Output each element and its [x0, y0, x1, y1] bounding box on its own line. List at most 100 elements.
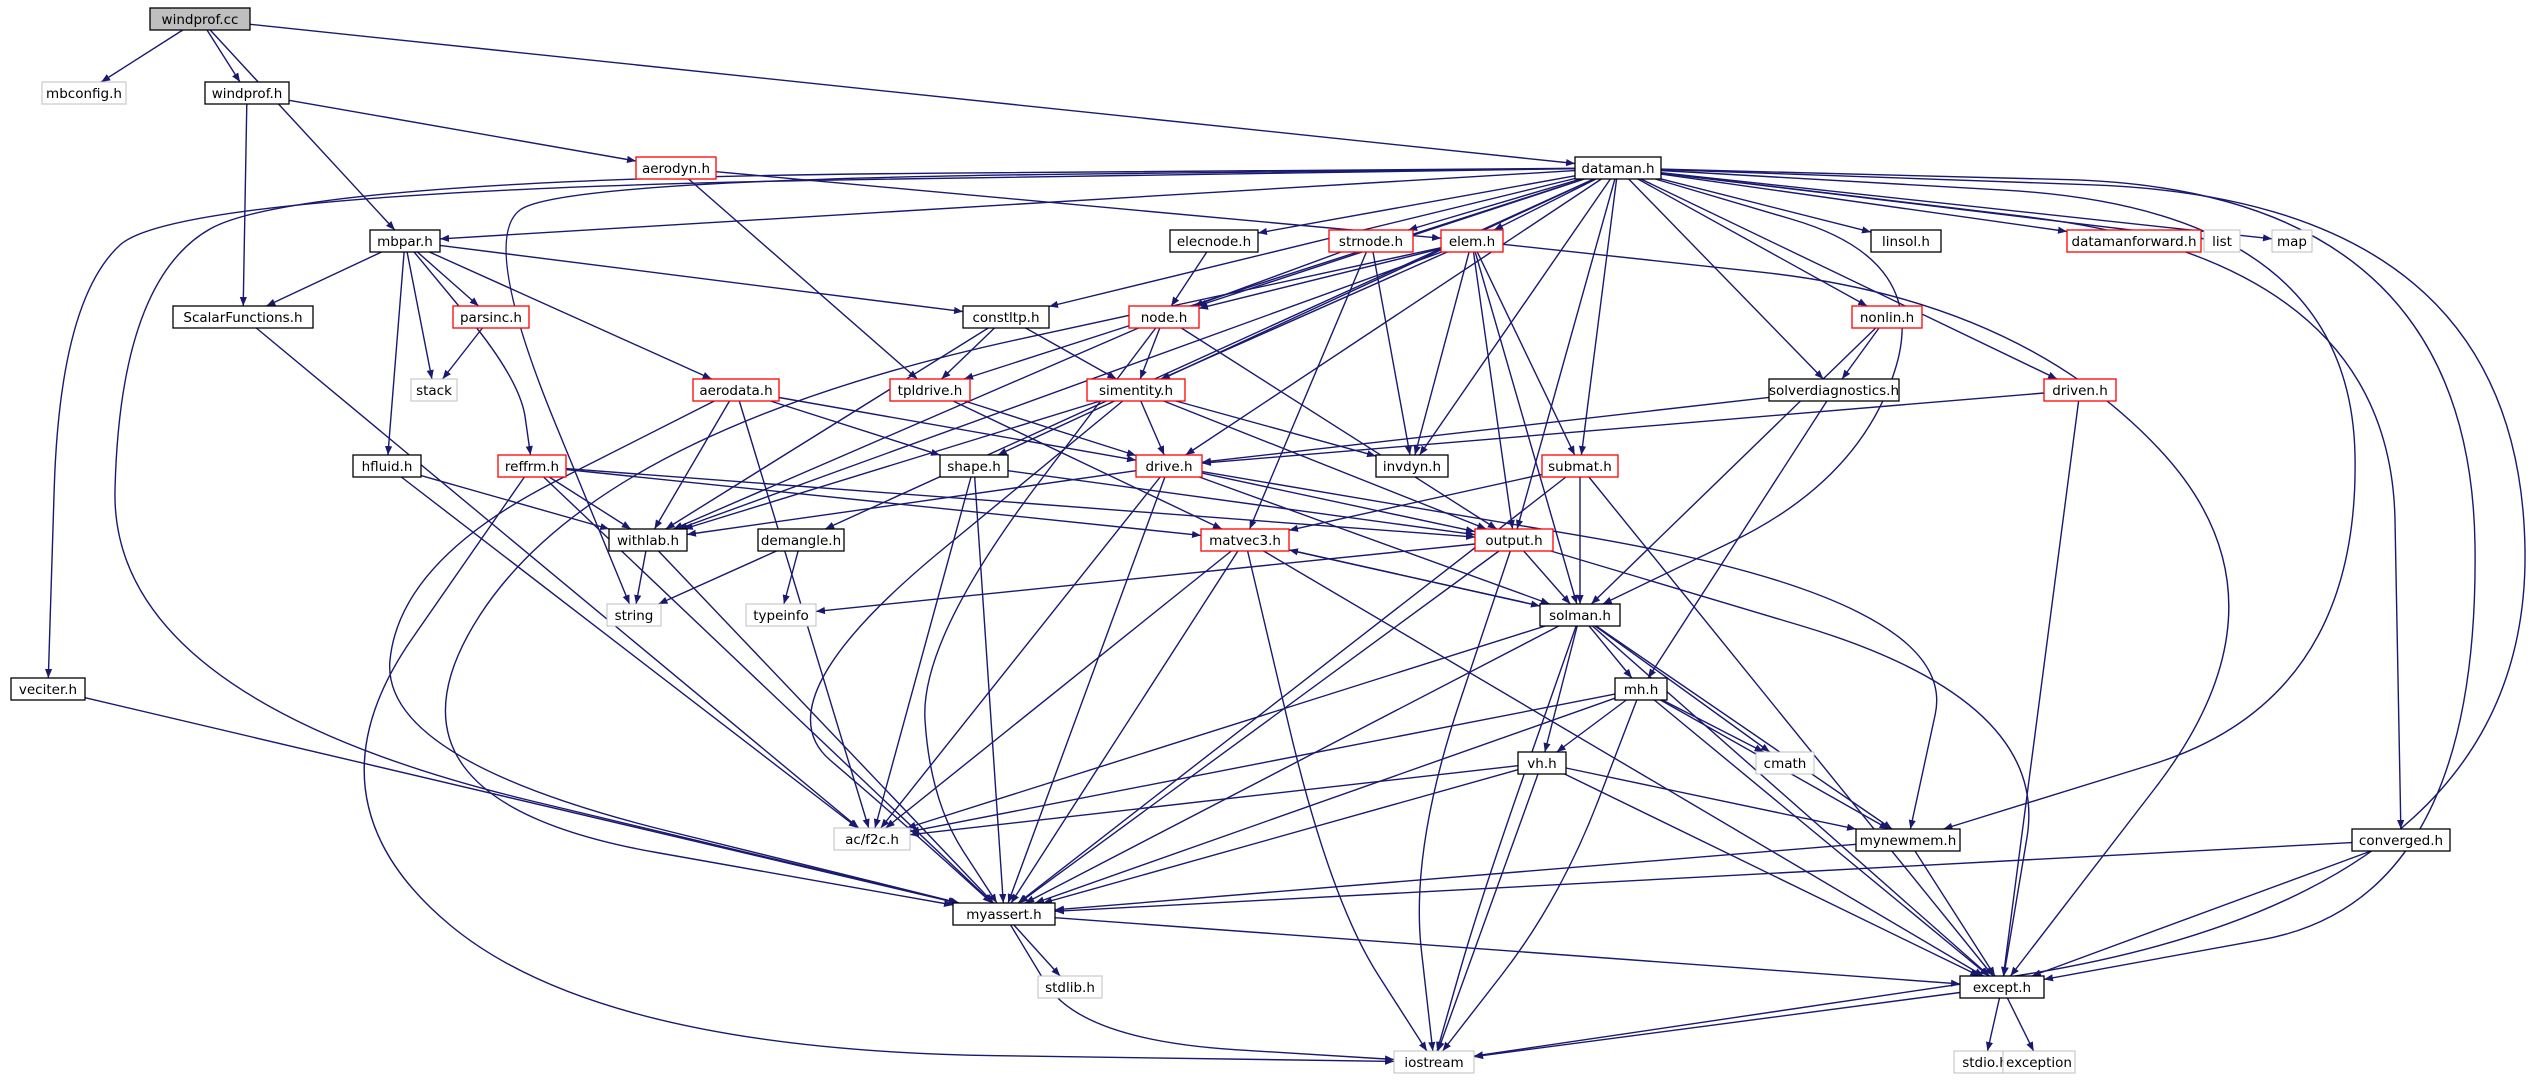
- node-vh-h[interactable]: vh.h: [1517, 751, 1567, 775]
- node-label: map: [2277, 234, 2307, 250]
- node-box: [1393, 1050, 1475, 1074]
- node-label: elecnode.h: [1177, 234, 1251, 250]
- edge-shape-h-to-myassert-h: [974, 476, 1007, 904]
- edge-submat-h-to-matvec3-h: [1288, 473, 1543, 532]
- edge-hfluid-h-to-ac-f2c-h: [400, 476, 859, 829]
- node-box: [1574, 156, 1662, 180]
- node-box: [939, 454, 1009, 478]
- node-drive-h[interactable]: drive.h: [1135, 454, 1203, 478]
- edge-converged-h-to-myassert-h: [1054, 841, 2353, 915]
- node-label: myassert.h: [966, 907, 1041, 923]
- edge-mh-h-to-myassert-h: [1034, 697, 1616, 904]
- node-scalarfunctions-h[interactable]: ScalarFunctions.h: [172, 305, 314, 329]
- node-nonlin-h[interactable]: nonlin.h: [1851, 305, 1923, 329]
- node-mbpar-h[interactable]: mbpar.h: [369, 229, 441, 253]
- node-myassert-h[interactable]: myassert.h: [952, 902, 1056, 926]
- edge-submat-h-to-except-h: [1588, 476, 1994, 977]
- node-exception: exception: [2002, 1050, 2076, 1074]
- node-box: [1517, 751, 1567, 775]
- node-windprof-h[interactable]: windprof.h: [204, 81, 290, 105]
- node-shape-h[interactable]: shape.h: [939, 454, 1009, 478]
- node-linsol-h[interactable]: linsol.h: [1870, 229, 1942, 253]
- node-mh-h[interactable]: mh.h: [1614, 677, 1668, 701]
- node-label: windprof.h: [212, 86, 283, 102]
- edge-dataman-h-to-shape-h: [997, 178, 1595, 456]
- node-output-h[interactable]: output.h: [1474, 528, 1554, 552]
- node-box: [1539, 603, 1621, 627]
- node-aerodata-h[interactable]: aerodata.h: [692, 378, 780, 402]
- node-veciter-h[interactable]: veciter.h: [10, 677, 86, 701]
- node-windprof-cc[interactable]: windprof.cc: [149, 7, 251, 31]
- edge-mbpar-h-to-aerodata-h: [429, 251, 712, 380]
- node-label: submat.h: [1548, 459, 1612, 475]
- edge-constltp-h-to-simentity-h: [1025, 327, 1117, 380]
- node-converged-h[interactable]: converged.h: [2351, 828, 2451, 852]
- node-constltp-h[interactable]: constltp.h: [962, 305, 1050, 329]
- edge-solman-h-to-iostream: [1436, 625, 1577, 1052]
- edge-withlab-h-to-string: [634, 550, 647, 605]
- node-datamanforward-h[interactable]: datamanforward.h: [2066, 229, 2202, 253]
- edge-driven-h-to-drive-h: [1201, 392, 2045, 467]
- edge-matvec3-h-to-except-h: [1263, 550, 1984, 977]
- edge-node-h-to-simentity-h: [1139, 327, 1161, 380]
- node-demangle-h[interactable]: demangle.h: [757, 528, 845, 552]
- node-submat-h[interactable]: submat.h: [1541, 454, 1619, 478]
- node-cmath: cmath: [1755, 751, 1815, 775]
- node-except-h[interactable]: except.h: [1959, 975, 2045, 999]
- node-node-h[interactable]: node.h: [1128, 305, 1200, 329]
- node-label: elem.h: [1449, 234, 1495, 250]
- node-strnode-h[interactable]: strnode.h: [1328, 229, 1414, 253]
- node-box: [962, 305, 1050, 329]
- node-matvec3-h[interactable]: matvec3.h: [1200, 528, 1290, 552]
- node-label: stack: [416, 383, 452, 399]
- node-parsinc-h[interactable]: parsinc.h: [452, 305, 530, 329]
- node-hfluid-h[interactable]: hfluid.h: [352, 454, 422, 478]
- node-box: [1128, 305, 1200, 329]
- node-label: vh.h: [1527, 756, 1556, 772]
- edge-tpldrive-h-to-drive-h: [964, 400, 1137, 457]
- edge-dataman-h-to-linsol-h: [1660, 178, 1872, 234]
- edge-elem-h-to-except-h: [1502, 243, 2230, 977]
- edge-shape-h-to-ac-f2c-h: [873, 476, 972, 829]
- edge-solverdiagnostics-h-to-mh-h: [1647, 400, 1828, 679]
- edge-aerodata-h-to-myassert-h: [389, 400, 960, 905]
- edge-elem-h-to-node-h: [1198, 247, 1442, 310]
- node-dataman-h[interactable]: dataman.h: [1574, 156, 1662, 180]
- node-solman-h[interactable]: solman.h: [1539, 603, 1621, 627]
- node-mynewmem-h[interactable]: mynewmem.h: [1855, 828, 1961, 852]
- edge-converged-h-to-except-h: [2031, 850, 2372, 977]
- edge-dataman-h-to-elem-h: [1493, 178, 1597, 231]
- edge-dataman-h-to-solman-h: [1602, 178, 1903, 605]
- node-simentity-h[interactable]: simentity.h: [1086, 378, 1186, 402]
- edge-nonlin-h-to-solverdiagnostics-h: [1841, 327, 1880, 380]
- edge-scalarfunctions-h-to-ac-f2c-h: [255, 327, 860, 829]
- edge-elem-h-to-invdyn-h: [1413, 251, 1470, 456]
- node-label: datamanforward.h: [2072, 234, 2197, 250]
- edge-drive-h-to-withlab-h: [686, 470, 1137, 537]
- edge-reffrm-h-to-matvec3-h: [565, 468, 1202, 539]
- edge-hfluid-h-to-withlab-h: [420, 474, 610, 531]
- node-box: [1755, 751, 1815, 775]
- edge-dataman-h-to-mynewmem-h: [1660, 169, 2356, 830]
- node-box: [1037, 975, 1103, 999]
- edges-layer: [44, 23, 2526, 1065]
- node-solverdiagnostics-h[interactable]: solverdiagnostics.h: [1768, 378, 1900, 402]
- node-withlab-h[interactable]: withlab.h: [608, 528, 688, 552]
- node-ac-f2c-h: ac/f2c.h: [833, 827, 911, 851]
- edge-except-h-to-iostream: [1473, 991, 1961, 1060]
- node-elecnode-h[interactable]: elecnode.h: [1169, 229, 1259, 253]
- edge-tpldrive-h-to-matvec3-h: [952, 400, 1223, 530]
- edge-dataman-h-to-strnode-h: [1408, 178, 1581, 231]
- node-box: [2043, 378, 2117, 402]
- node-box: [1440, 229, 1504, 253]
- edge-mh-h-to-except-h: [1653, 699, 1990, 977]
- edge-drive-h-to-solman-h: [1199, 476, 1550, 605]
- node-aerodyn-h[interactable]: aerodyn.h: [635, 156, 717, 180]
- edge-vh-h-to-myassert-h: [1043, 769, 1519, 905]
- node-reffrm-h[interactable]: reffrm.h: [497, 454, 567, 478]
- node-tpldrive-h[interactable]: tpldrive.h: [889, 378, 971, 402]
- node-elem-h[interactable]: elem.h: [1440, 229, 1504, 253]
- node-invdyn-h[interactable]: invdyn.h: [1375, 454, 1449, 478]
- node-driven-h[interactable]: driven.h: [2043, 378, 2117, 402]
- node-label: stdlib.h: [1045, 980, 1095, 996]
